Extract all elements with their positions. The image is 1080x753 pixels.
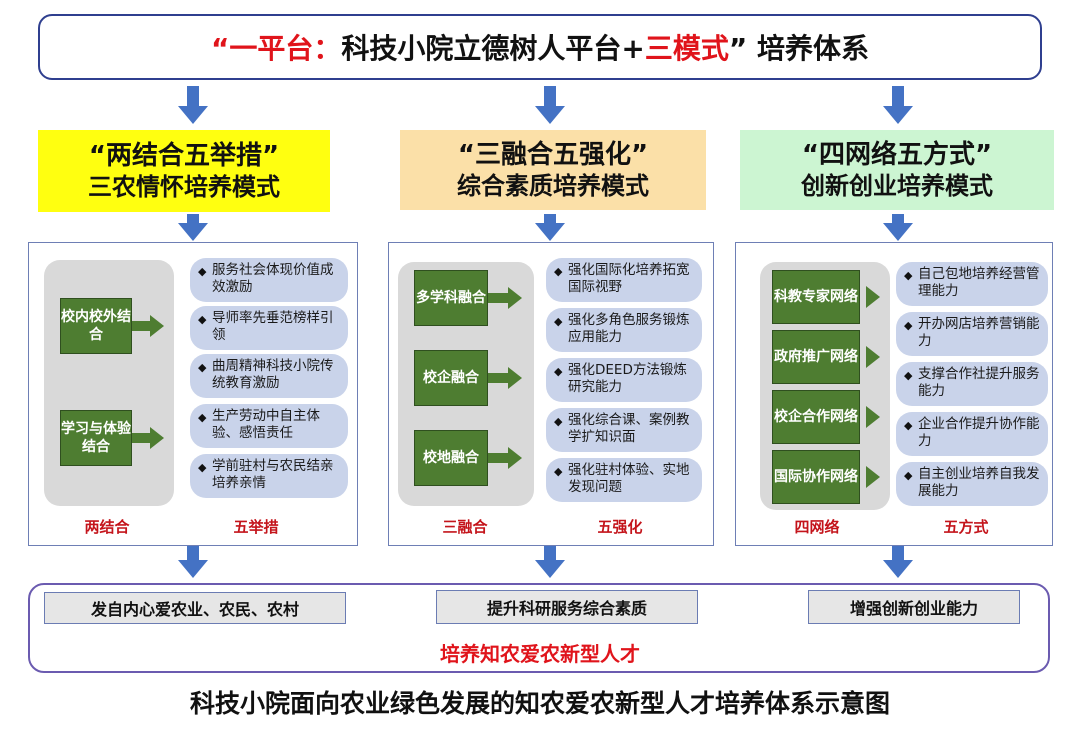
panel-1-pill-1: 服务社会体现价值成效激励 xyxy=(190,258,348,302)
green-arrow-icon xyxy=(866,346,880,368)
panel-3-box-2: 政府推广网络 xyxy=(772,330,860,384)
panel-1-box-1: 校内校外结合 xyxy=(60,298,132,354)
panel-1-left-label: 两结合 xyxy=(84,518,130,536)
down-arrow-icon xyxy=(178,86,208,126)
green-arrow-icon xyxy=(866,406,880,428)
mode-header-1: “两结合五举措” 三农情怀培养模式 xyxy=(38,130,330,212)
down-arrow-icon xyxy=(883,546,913,580)
banner-part3: 三模式 xyxy=(644,32,729,65)
panel-2-box-2: 校企融合 xyxy=(414,350,488,406)
mode-1-title: “两结合五举措” xyxy=(88,141,280,171)
green-arrow-stem xyxy=(132,321,150,331)
panel-2-right-label: 五强化 xyxy=(597,518,643,536)
panel-2-pill-1: 强化国际化培养拓宽国际视野 xyxy=(546,258,702,302)
green-arrow-icon xyxy=(508,367,522,389)
green-arrow-stem xyxy=(488,373,508,383)
banner-part4: ” 培养体系 xyxy=(728,32,870,65)
panel-2-pill-5: 强化驻村体验、实地发现问题 xyxy=(546,458,702,502)
banner-part2: 科技小院立德树人平台+ xyxy=(341,32,645,65)
down-arrow-icon xyxy=(883,214,913,242)
panel-1-left-bg xyxy=(44,260,174,506)
figure-caption: 科技小院面向农业绿色发展的知农爱农新型人才培养体系示意图 xyxy=(189,689,890,718)
panel-1-pill-4: 生产劳动中自主体验、感悟责任 xyxy=(190,404,348,448)
green-arrow-stem xyxy=(488,453,508,463)
mode-3-title: “四网络五方式” xyxy=(801,140,993,170)
panel-2-box-1: 多学科融合 xyxy=(414,270,488,326)
panel-2-pill-3: 强化DEED方法锻炼研究能力 xyxy=(546,358,702,402)
mode-2-title: “三融合五强化” xyxy=(457,140,649,170)
mode-header-3: “四网络五方式” 创新创业培养模式 xyxy=(740,130,1054,210)
green-arrow-icon xyxy=(150,315,164,337)
green-arrow-icon xyxy=(150,427,164,449)
mode-3-subtitle: 创新创业培养模式 xyxy=(801,172,993,200)
green-arrow-icon xyxy=(508,447,522,469)
green-arrow-icon xyxy=(866,286,880,308)
panel-3-right-label: 五方式 xyxy=(943,518,989,536)
down-arrow-icon xyxy=(535,86,565,126)
panel-1-right-label: 五举措 xyxy=(233,518,279,536)
panel-3-pill-1: 自己包地培养经营管理能力 xyxy=(896,262,1048,306)
mode-1-subtitle: 三农情怀培养模式 xyxy=(88,173,280,201)
panel-2-box-3: 校地融合 xyxy=(414,430,488,486)
panel-2-pill-2: 强化多角色服务锻炼应用能力 xyxy=(546,308,702,352)
panel-1-box-2: 学习与体验结合 xyxy=(60,410,132,466)
outcome-1: 发自内心爱农业、农民、农村 xyxy=(44,592,346,624)
green-arrow-icon xyxy=(508,287,522,309)
panel-2-left-label: 三融合 xyxy=(442,518,488,536)
panel-3-pill-5: 自主创业培养自我发展能力 xyxy=(896,462,1048,506)
panel-3-pill-3: 支撑合作社提升服务能力 xyxy=(896,362,1048,406)
panel-1-pill-5: 学前驻村与农民结亲培养亲情 xyxy=(190,454,348,498)
mode-header-2: “三融合五强化” 综合素质培养模式 xyxy=(400,130,706,210)
panel-3-box-4: 国际协作网络 xyxy=(772,450,860,504)
panel-3-pill-2: 开办网店培养营销能力 xyxy=(896,312,1048,356)
green-arrow-stem xyxy=(132,433,150,443)
panel-1-pill-3: 曲周精神科技小院传统教育激励 xyxy=(190,354,348,398)
outcome-2: 提升科研服务综合素质 xyxy=(436,590,698,624)
panel-2-pill-4: 强化综合课、案例教学扩知识面 xyxy=(546,408,702,452)
down-arrow-icon xyxy=(883,86,913,126)
panel-3-box-1: 科教专家网络 xyxy=(772,270,860,324)
panel-3-box-3: 校企合作网络 xyxy=(772,390,860,444)
panel-1-pill-2: 导师率先垂范榜样引领 xyxy=(190,306,348,350)
mode-2-subtitle: 综合素质培养模式 xyxy=(457,172,649,200)
green-arrow-icon xyxy=(866,466,880,488)
panel-3-pill-4: 企业合作提升协作能力 xyxy=(896,412,1048,456)
down-arrow-icon xyxy=(535,214,565,242)
down-arrow-icon xyxy=(178,546,208,580)
panel-3-left-label: 四网络 xyxy=(794,518,840,536)
platform-banner: “一平台： 科技小院立德树人平台+ 三模式 ” 培养体系 xyxy=(38,14,1042,80)
green-arrow-stem xyxy=(488,293,508,303)
talent-goal: 培养知农爱农新型人才 xyxy=(440,642,640,666)
banner-part1: “一平台： xyxy=(210,32,342,65)
outcome-3: 增强创新创业能力 xyxy=(808,590,1020,624)
down-arrow-icon xyxy=(535,546,565,580)
down-arrow-icon xyxy=(178,214,208,242)
